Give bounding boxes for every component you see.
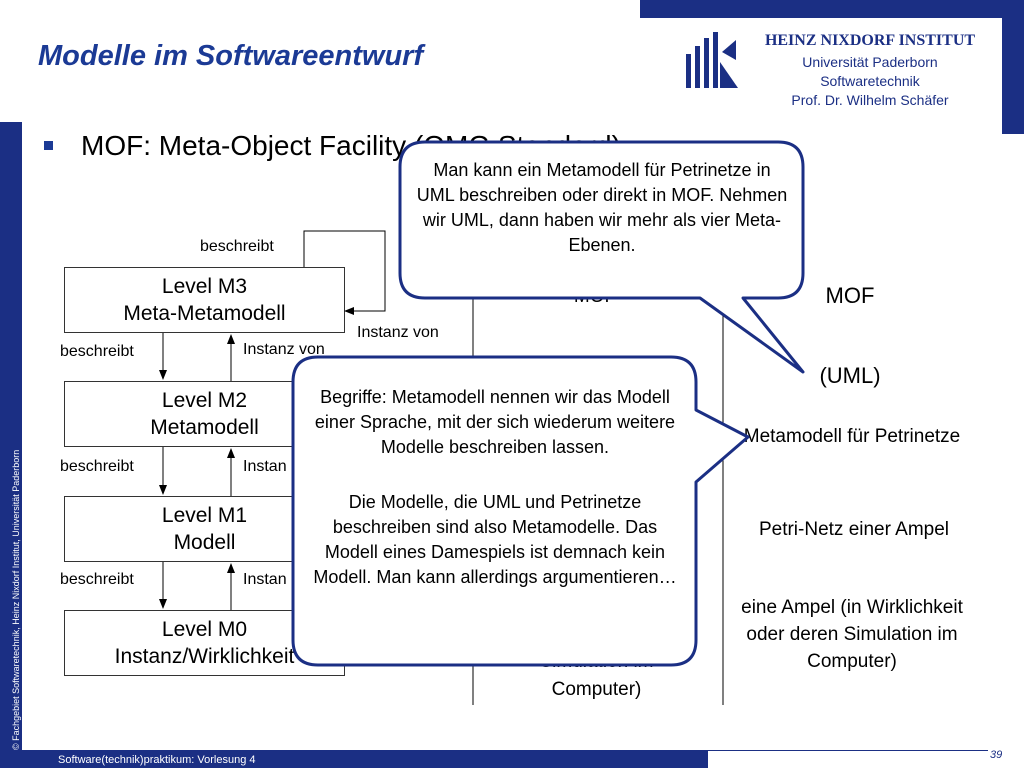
level-m2-subtitle: Metamodell	[150, 416, 259, 439]
level-m1-subtitle: Modell	[173, 531, 236, 554]
callout-top-text: Man kann ein Metamodell für Petrinetze i…	[416, 160, 788, 255]
institute-line-professor: Prof. Dr. Wilhelm Schäfer	[791, 92, 949, 108]
level-m0-title: Level M0	[161, 618, 248, 641]
callout-middle-text-1: Begriffe: Metamodell nennen wir das Mode…	[314, 387, 676, 457]
footer-course-text: Software(technik)praktikum: Vorlesung 4	[58, 754, 256, 766]
header-strip	[640, 0, 1024, 18]
table-col2-row1: MOF	[825, 283, 875, 308]
institute-line-department: Softwaretechnik	[820, 73, 920, 89]
header-side-bar	[1002, 18, 1024, 134]
institute-logo-icon	[686, 32, 738, 88]
level-m2-title: Level M2	[161, 389, 248, 412]
table-col2-row3: Petri-Netz einer Ampel	[758, 519, 950, 540]
bullet-square-icon	[44, 141, 53, 150]
level-m3-subtitle: Meta-Metamodell	[123, 302, 286, 325]
footer-line	[708, 750, 988, 751]
label-describes-m1-m0: beschreibt	[60, 571, 134, 588]
footer-bar	[22, 750, 708, 768]
page-number: 39	[990, 749, 1003, 761]
label-instance-m1-m2: Instan	[243, 458, 287, 475]
slide-title: Modelle im Softwareentwurf	[38, 40, 424, 72]
level-m0-subtitle: Instanz/Wirklichkeit	[114, 645, 295, 668]
label-instance-m0-m1: Instan	[243, 571, 287, 588]
label-instance-m2-m3: Instanz von	[243, 341, 325, 358]
label-describes-m2-m1: beschreibt	[60, 458, 134, 475]
level-m3-box: Level M3 Meta-Metamodell	[64, 267, 345, 333]
level-m1-title: Level M1	[161, 504, 248, 527]
institute-name: HEINZ NIXDORF INSTITUT	[764, 32, 976, 49]
table-col2-row1b: (UML)	[819, 363, 881, 388]
callout-middle-text-2: Die Modelle, die UML und Petrinetze besc…	[313, 492, 677, 587]
institute-line-university: Universität Paderborn	[802, 54, 938, 70]
label-self-instance: Instanz von	[357, 324, 439, 341]
label-describes-m3-m2: beschreibt	[60, 343, 134, 360]
table-col2-row4: eine Ampel (in Wirklichkeit oder deren S…	[741, 597, 963, 672]
table-col2-row2: Metamodell für Petrinetze	[743, 426, 961, 447]
level-m3-title: Level M3	[161, 275, 248, 298]
table-col1-row4b: Computer)	[551, 679, 642, 700]
left-sidebar-bar	[0, 122, 22, 768]
label-self-describes: beschreibt	[200, 238, 274, 255]
